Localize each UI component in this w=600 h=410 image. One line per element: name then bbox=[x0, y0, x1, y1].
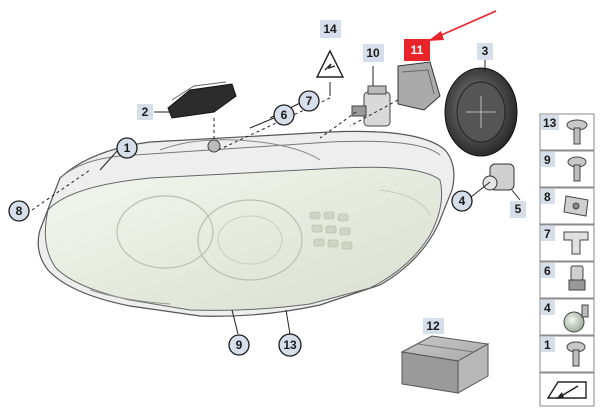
panel-item-9[interactable]: 9 bbox=[539, 150, 595, 188]
screw-icon bbox=[567, 156, 587, 182]
callout-14-label: 14 bbox=[323, 22, 337, 36]
panel-item-8-label: 8 bbox=[544, 190, 551, 204]
callout-4[interactable]: 4 bbox=[451, 190, 473, 212]
bulb-icon bbox=[563, 304, 589, 333]
clip-nut-icon bbox=[563, 195, 589, 217]
parts-box-part bbox=[400, 335, 490, 394]
panel-item-4[interactable]: 4 bbox=[539, 298, 595, 336]
callout-1-label: 1 bbox=[124, 141, 131, 155]
adjuster-module-part bbox=[167, 81, 237, 119]
arrow-icon bbox=[546, 381, 587, 399]
callout-8-label: 8 bbox=[16, 204, 23, 218]
callout-3[interactable]: 3 bbox=[477, 43, 493, 60]
panel-item-8[interactable]: 8 bbox=[539, 187, 595, 225]
panel-item-6[interactable]: 6 bbox=[539, 261, 595, 299]
headlight-lens bbox=[44, 166, 443, 311]
electrical-warning-icon bbox=[315, 49, 345, 78]
callout-6-label: 6 bbox=[281, 108, 288, 122]
callout-14[interactable]: 14 bbox=[320, 20, 341, 38]
headlight-cap-part bbox=[444, 67, 518, 157]
callout-7-label: 7 bbox=[306, 94, 313, 108]
callout-9[interactable]: 9 bbox=[228, 334, 250, 356]
callout-5[interactable]: 5 bbox=[510, 201, 526, 218]
screw-icon bbox=[566, 341, 586, 367]
highlight-arrow bbox=[428, 10, 497, 41]
panel-item-4-label: 4 bbox=[544, 301, 551, 315]
bracket-icon bbox=[563, 231, 589, 255]
bulb-socket-part bbox=[351, 85, 391, 127]
small-bulb-part bbox=[482, 163, 515, 191]
callout-3-label: 3 bbox=[482, 44, 489, 58]
panel-item-1[interactable]: 1 bbox=[539, 335, 595, 373]
panel-item-7-label: 7 bbox=[544, 227, 551, 241]
callout-2-label: 2 bbox=[142, 105, 149, 119]
callout-12[interactable]: 12 bbox=[423, 318, 444, 334]
callout-9-label: 9 bbox=[236, 338, 243, 352]
callout-1[interactable]: 1 bbox=[116, 137, 138, 159]
screw-icon bbox=[566, 119, 588, 145]
callout-11-label: 11 bbox=[411, 43, 424, 57]
bulb-icon bbox=[568, 265, 586, 291]
headlight-housing bbox=[37, 130, 455, 317]
callout-6[interactable]: 6 bbox=[273, 104, 295, 126]
callout-12-label: 12 bbox=[426, 319, 440, 333]
callout-7[interactable]: 7 bbox=[298, 90, 320, 112]
callout-8[interactable]: 8 bbox=[8, 200, 30, 222]
panel-item-13[interactable]: 13 bbox=[539, 113, 595, 151]
callout-13[interactable]: 13 bbox=[278, 333, 302, 357]
callout-5-label: 5 bbox=[515, 202, 522, 216]
panel-item-9-label: 9 bbox=[544, 153, 551, 167]
callout-10[interactable]: 10 bbox=[363, 44, 384, 62]
panel-item-13-label: 13 bbox=[543, 116, 557, 130]
callout-2[interactable]: 2 bbox=[137, 104, 153, 120]
panel-item-1-label: 1 bbox=[544, 338, 551, 352]
panel-item-arrow[interactable] bbox=[539, 372, 595, 407]
callout-11-highlighted[interactable]: 11 bbox=[404, 39, 430, 61]
panel-item-7[interactable]: 7 bbox=[539, 224, 595, 262]
callout-10-label: 10 bbox=[366, 46, 380, 60]
ballast-module-part bbox=[397, 61, 441, 111]
callout-4-label: 4 bbox=[459, 194, 466, 208]
callout-13-label: 13 bbox=[283, 338, 297, 352]
panel-item-6-label: 6 bbox=[544, 264, 551, 278]
parts-panel: 13 9 8 bbox=[539, 113, 595, 407]
